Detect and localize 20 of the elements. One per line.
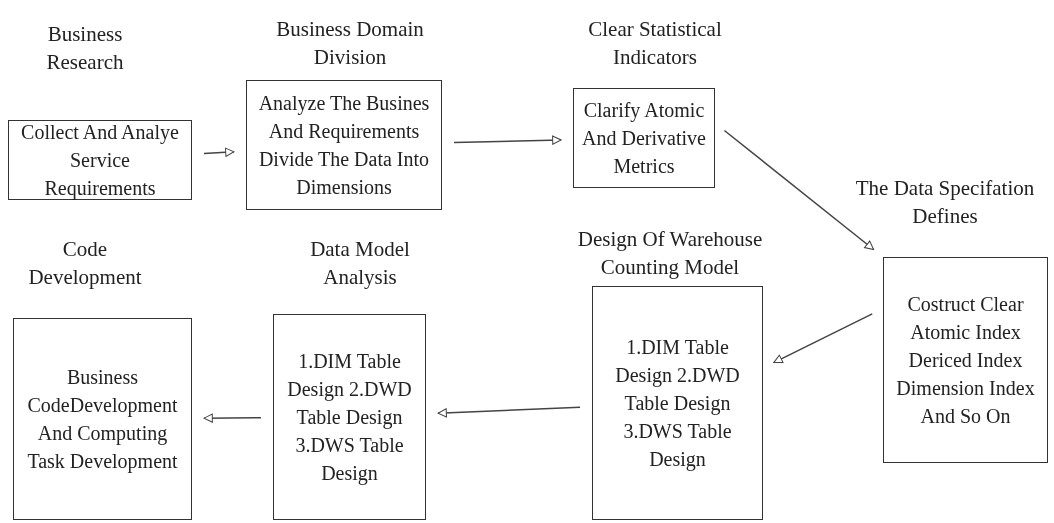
process-box: Analyze The Busines And Requirements Divide The Data Into Dimensions <box>246 80 442 210</box>
arrow <box>773 313 873 364</box>
process-box: 1.DIM Table Design 2.DWD Table Design 3.DWS Table Design <box>592 286 763 520</box>
step-heading: Code Development <box>27 236 143 291</box>
process-box: Business CodeDevelopment And Computing Task Development <box>13 318 192 520</box>
step-heading: Business Domain Division <box>275 16 425 71</box>
arrow <box>437 406 581 418</box>
arrow <box>203 413 262 423</box>
process-box: Collect And Analye Service Requirements <box>8 120 192 200</box>
arrow <box>203 147 235 157</box>
process-box: 1.DIM Table Design 2.DWD Table Design 3.DWS Table Design <box>273 314 426 520</box>
step-heading: Data Model Analysis <box>309 236 411 291</box>
step-heading: Clear Statistical Indicators <box>587 16 723 71</box>
arrow <box>723 129 875 251</box>
arrow <box>453 135 562 145</box>
process-box: Clarify Atomic And Derivative Metrics <box>573 88 715 188</box>
step-heading: Design Of Warehouse Counting Model <box>576 226 764 281</box>
step-heading: Business Research <box>45 21 125 76</box>
step-heading: The Data Specifation Defines <box>854 175 1036 230</box>
process-box: Costruct Clear Atomic Index Dericed Index Dimension Index And So On <box>883 257 1048 463</box>
